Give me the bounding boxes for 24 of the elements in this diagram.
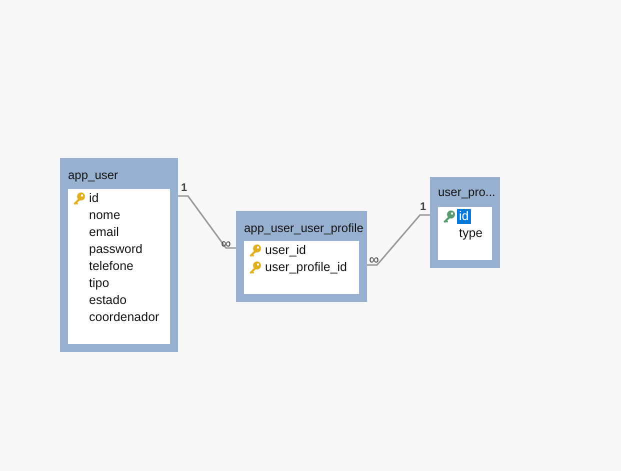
- table-name: app_user_user_profile: [244, 221, 364, 235]
- cardinality-label: 1: [420, 202, 426, 213]
- column-name: estado: [88, 293, 128, 308]
- table-name: app_user: [68, 168, 118, 182]
- relationship-line: [367, 214, 430, 266]
- column-name: id: [457, 209, 471, 224]
- cardinality-label: ∞: [369, 254, 379, 265]
- table-name: user_pro...: [438, 185, 496, 199]
- column-name: coordenador: [88, 310, 160, 325]
- column-name: user_profile_id: [264, 260, 348, 275]
- cardinality-label: ∞: [221, 238, 231, 249]
- relationship-line: [178, 195, 236, 249]
- column-name: id: [88, 191, 100, 206]
- column-name: user_id: [264, 243, 307, 258]
- column-name: nome: [88, 208, 122, 223]
- table-box: [430, 177, 500, 268]
- cardinality-label: 1: [181, 183, 188, 194]
- column-name: email: [88, 225, 120, 240]
- column-name: password: [88, 242, 144, 257]
- table-box: [60, 158, 178, 352]
- column-name: type: [458, 226, 484, 241]
- column-name: tipo: [88, 276, 110, 291]
- table-box: [236, 211, 367, 302]
- column-name: telefone: [88, 259, 134, 274]
